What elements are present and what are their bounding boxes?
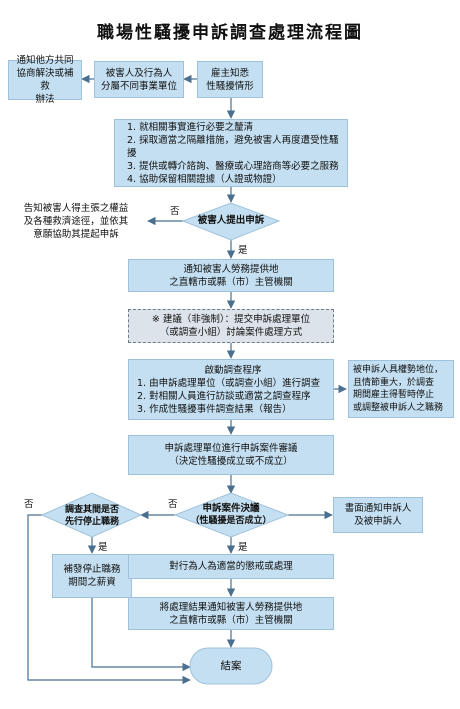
node-discipline: 對行為人為適當的懲戒或處理 bbox=[128, 554, 334, 579]
arrows bbox=[27, 74, 347, 685]
node-back-pay-text: 補發停止職務 期間之薪資 bbox=[63, 564, 121, 588]
node-notify-authority-2-text: 將處理結果通知被害人勞務提供地 之直轄市或縣（市）主管機關 bbox=[159, 601, 303, 626]
end-terminal-shape bbox=[189, 647, 273, 685]
arrow-backpay-to-end bbox=[91, 598, 191, 672]
measure-item: 1. 就相關事實進行必要之釐清 bbox=[127, 121, 254, 133]
node-power-note: 被申訴人具權勢地位， 且情節重大，於調查 期間雇主得暫時停止 或調整被申訴人之職… bbox=[348, 360, 454, 418]
node-notify-other-text: 通知他方共同 協商解決或補救 辦法 bbox=[16, 55, 74, 105]
label-yes-suspension: 是 bbox=[98, 542, 108, 553]
node-inform-rights: 告知被害人得主張之權益 及各種救濟途徑，並依其 意願協助其提起申訴 bbox=[6, 202, 146, 241]
node-notify-other: 通知他方共同 協商解決或補救 辦法 bbox=[8, 55, 82, 105]
label-no-complaint: 否 bbox=[170, 206, 180, 217]
label-yes-complaint: 是 bbox=[238, 245, 248, 256]
arrow-suspension-no bbox=[27, 514, 191, 685]
investigation-step: 2. 對相關人員進行訪談或適當之調查程序 bbox=[137, 390, 311, 402]
decision-resolution-label: 申訴案件決議 （性騷擾是否成立） bbox=[180, 503, 282, 527]
decision-resolution-title: 申訴案件決議 bbox=[202, 503, 260, 514]
node-employer-knows: 雇主知悉 性騷擾情形 bbox=[197, 61, 263, 98]
investigation-heading: 啟動調查程序 bbox=[204, 364, 262, 376]
node-inform-rights-text: 告知被害人得主張之權益 及各種救濟途徑，並依其 意願協助其提起申訴 bbox=[23, 203, 129, 240]
decision-shapes bbox=[40, 202, 290, 538]
decision-complaint-shape bbox=[181, 202, 281, 241]
investigation-step: 1. 由申訴處理單位（或調查小組）進行調查 bbox=[137, 377, 321, 389]
node-different-units: 被害人及行為人 分屬不同事業單位 bbox=[94, 61, 184, 98]
node-written-notice: 書面通知申訴人 及被申訴人 bbox=[333, 497, 423, 533]
measure-item: 2. 採取適當之隔離措施，避免被害人再度遭受性騷擾 bbox=[127, 134, 339, 159]
decision-suspension-shape bbox=[40, 492, 143, 538]
node-investigation: 啟動調查程序 1. 由申訴處理單位（或調查小組）進行調查 2. 對相關人員進行訪… bbox=[128, 359, 334, 420]
end-terminal-label: 結案 bbox=[220, 660, 242, 672]
decision-suspension-label: 調查其間是否 先行停止職務 bbox=[52, 504, 132, 528]
node-back-pay: 補發停止職務 期間之薪資 bbox=[52, 554, 132, 598]
node-notify-authority-1-text: 通知被害人勞務提供地 之直轄市或縣（市）主管機關 bbox=[169, 263, 293, 288]
measure-item: 4. 協助保留相關證據（人證或物證） bbox=[127, 173, 282, 185]
label-no-resolution: 否 bbox=[168, 499, 178, 510]
label-no-suspension: 否 bbox=[24, 499, 34, 510]
label-yes-resolution: 是 bbox=[238, 542, 248, 553]
node-different-units-text: 被害人及行為人 分屬不同事業單位 bbox=[100, 67, 177, 92]
node-discipline-text: 對行為人為適當的懲戒或處理 bbox=[169, 561, 293, 572]
node-written-notice-text: 書面通知申訴人 及被申訴人 bbox=[344, 503, 412, 527]
node-suggestion-text: ※ 建議（非強制）：提交申訴處理單位 （或調查小組）討論案件處理方式 bbox=[151, 314, 311, 338]
decision-complaint-label: 被害人提出申訴 bbox=[197, 215, 265, 226]
node-notify-authority-1: 通知被害人勞務提供地 之直轄市或縣（市）主管機關 bbox=[128, 259, 334, 292]
node-measures: 1. 就相關事實進行必要之釐清 2. 採取適當之隔離措施，避免被害人再度遭受性騷… bbox=[114, 119, 348, 187]
node-review-text: 申訴處理單位進行申訴案件審議 （決定性騷擾成立或不成立） bbox=[164, 443, 298, 467]
node-employer-knows-text: 雇主知悉 性騷擾情形 bbox=[206, 67, 254, 92]
decision-resolution-sub: （性騷擾是否成立） bbox=[190, 516, 272, 526]
page-title: 職場性騷擾申訴調查處理流程圖 bbox=[97, 23, 363, 43]
node-notify-authority-2: 將處理結果通知被害人勞務提供地 之直轄市或縣（市）主管機關 bbox=[128, 597, 334, 630]
decision-resolution-shape bbox=[173, 492, 290, 538]
decision-suspension-text: 調查其間是否 先行停止職務 bbox=[64, 505, 119, 527]
investigation-step: 3. 作成性騷擾事件調查結果（報告） bbox=[137, 403, 292, 415]
node-review: 申訴處理單位進行申訴案件審議 （決定性騷擾成立或不成立） bbox=[128, 435, 334, 475]
node-suggestion: ※ 建議（非強制）：提交申訴處理單位 （或調查小組）討論案件處理方式 bbox=[128, 309, 334, 343]
node-power-note-text: 被申訴人具權勢地位， 且情節重大，於調查 期間雇主得暫時停止 或調整被申訴人之職… bbox=[353, 365, 444, 413]
measure-item: 3. 提供或轉介諮詢、醫療或心理諮商等必要之服務 bbox=[127, 160, 339, 172]
